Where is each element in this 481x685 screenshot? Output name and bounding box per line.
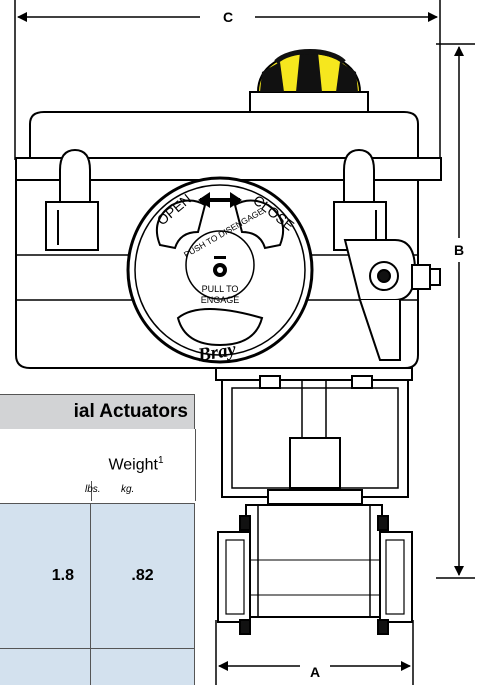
- ball-valve-body: [217, 504, 413, 635]
- weight-kg-cell: [91, 649, 194, 685]
- cell-divider: [90, 649, 91, 685]
- dimension-b: B: [436, 43, 475, 579]
- weight-kg-cell: .82: [131, 567, 154, 584]
- latch-left: [45, 148, 99, 251]
- handwheel-engage-label: ENGAGE: [201, 295, 240, 305]
- cell-divider: [90, 504, 91, 648]
- table-column-header: Weight1 lbs. kg.: [0, 429, 196, 501]
- weight-footnote: 1: [157, 455, 164, 466]
- mounting-bracket: [215, 367, 413, 519]
- dim-c-label: C: [223, 9, 233, 25]
- table-row: [0, 648, 195, 685]
- table-row: 1.8 .82: [0, 503, 195, 648]
- unit-lbs: lbs.: [85, 484, 101, 495]
- actuator-spec-table: ial Actuators Weight1 lbs. kg. 1.8 .82: [0, 394, 196, 685]
- unit-divider: [91, 481, 92, 501]
- dimension-a: A: [215, 620, 414, 685]
- weight-column-label: Weight1: [108, 455, 164, 474]
- dim-b-label: B: [454, 242, 464, 258]
- position-indicator-dome: [249, 49, 369, 115]
- dimension-c: C: [14, 0, 441, 160]
- side-port-fitting: [343, 239, 441, 361]
- weight-lbs-cell: [0, 649, 90, 685]
- weight-lbs-cell: 1.8: [51, 567, 74, 584]
- table-title: ial Actuators: [73, 401, 188, 422]
- table-header: ial Actuators: [0, 394, 195, 430]
- handwheel-pull-label: PULL TO: [202, 284, 239, 294]
- dim-a-label: A: [310, 664, 320, 680]
- unit-kg: kg.: [121, 484, 135, 495]
